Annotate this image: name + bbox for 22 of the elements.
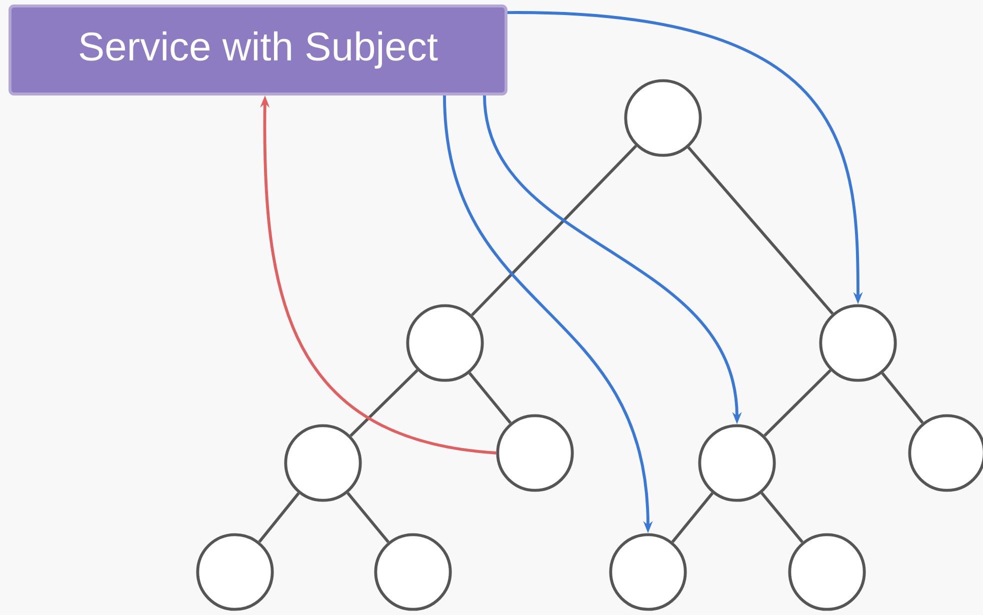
title-box: Service with Subject	[8, 4, 508, 96]
tree-node-circle	[788, 533, 866, 611]
tree-edge	[760, 492, 804, 544]
tree-edge	[346, 492, 390, 544]
tree-node-circle	[374, 533, 452, 611]
tree-edge	[671, 492, 714, 543]
tree-node-circle	[819, 304, 897, 382]
tree-edge	[881, 372, 924, 424]
tree-node-circle	[496, 414, 574, 492]
tree-node-circle	[698, 424, 776, 502]
tree-node-circle	[406, 304, 484, 382]
tree-node-circle	[624, 79, 702, 157]
tree-edge	[350, 369, 418, 437]
tree-edge	[258, 492, 300, 543]
tree-edge	[468, 372, 512, 424]
tree-edge	[687, 146, 834, 315]
tree-node-circle	[284, 424, 362, 502]
tree-node-circle	[609, 533, 687, 611]
tree-edge	[764, 369, 832, 437]
tree-edge	[470, 144, 638, 316]
tree-node-circle	[196, 533, 274, 611]
tree-node-circle	[908, 414, 983, 492]
